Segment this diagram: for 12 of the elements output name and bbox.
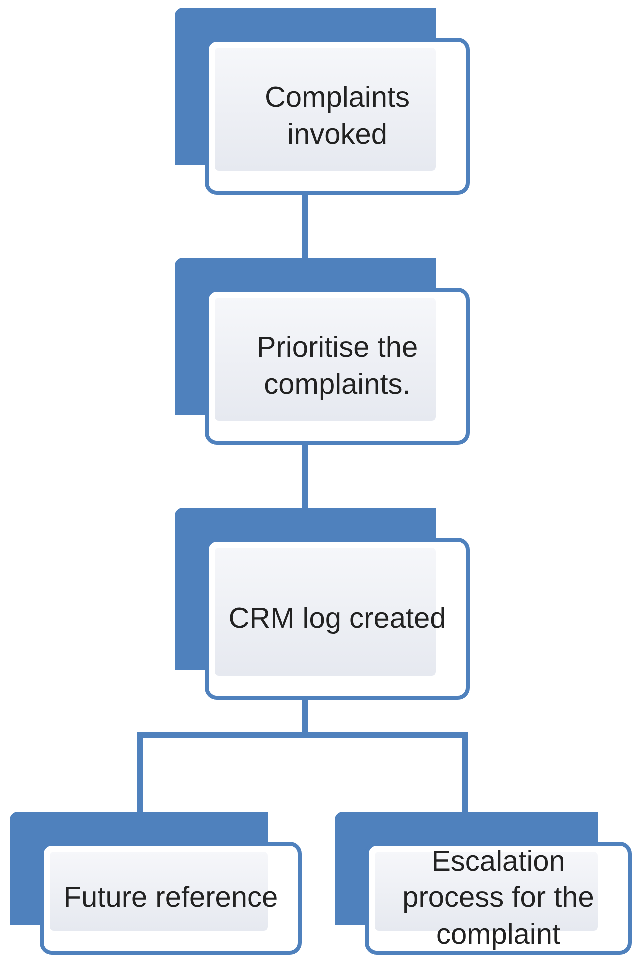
process-card [10,812,302,955]
connector-line [302,445,308,508]
process-card [335,812,632,955]
process-card [175,258,470,445]
step-label: Prioritise the complaints. [256,331,420,402]
step-label: Future reference [64,881,278,916]
step-label: CRM log created [228,602,446,637]
connector-line [302,195,308,258]
step-label: Escalation process for the complaint [402,845,596,953]
process-card [175,508,470,700]
process-card [175,8,470,195]
step-label: Complaints invoked [264,81,412,152]
